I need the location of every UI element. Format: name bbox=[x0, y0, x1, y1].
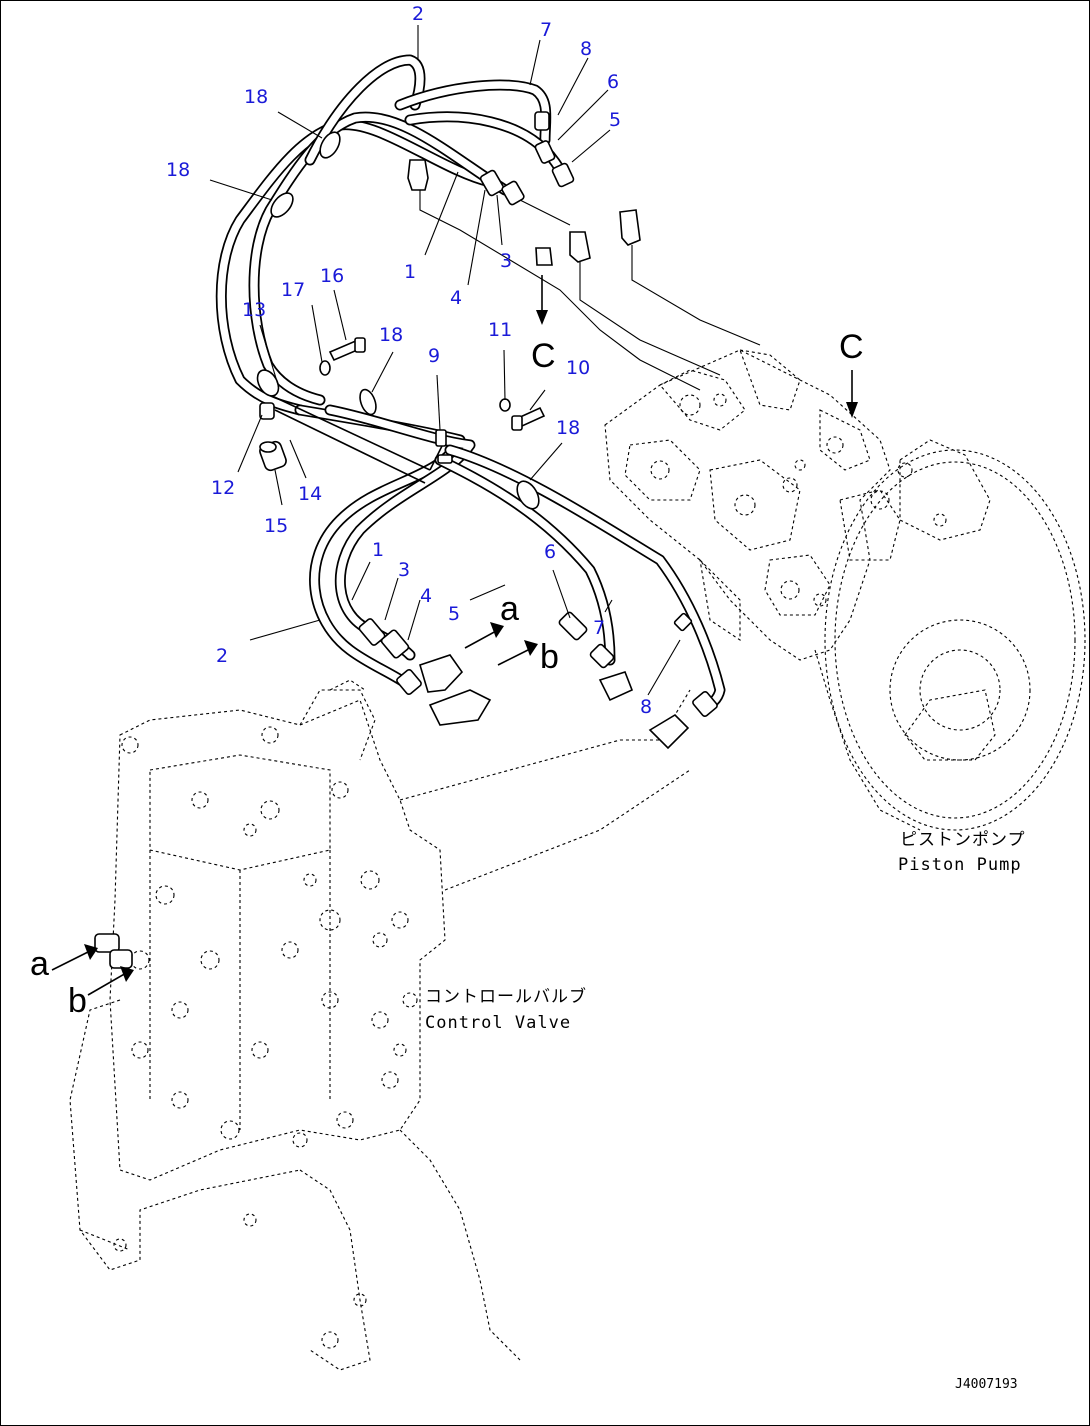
callout-14: 14 bbox=[298, 483, 322, 505]
callout-labels: 2 7 8 6 5 18 18 1 3 4 16 17 13 18 9 11 1… bbox=[166, 3, 652, 718]
callout-18: 18 bbox=[556, 417, 580, 439]
callout-5: 5 bbox=[609, 109, 621, 131]
callout-13: 13 bbox=[242, 299, 266, 321]
callout-5: 5 bbox=[448, 603, 460, 625]
callout-10: 10 bbox=[566, 357, 590, 379]
callout-7: 7 bbox=[593, 617, 605, 639]
callout-1: 1 bbox=[372, 539, 384, 561]
view-marker-c: C bbox=[531, 337, 556, 375]
figure-code: J4007193 bbox=[955, 1377, 1018, 1392]
control-valve-label-jp: コントロールバルブ bbox=[425, 986, 587, 1007]
callout-2: 2 bbox=[216, 645, 228, 667]
callout-16: 16 bbox=[320, 265, 344, 287]
callout-6: 6 bbox=[544, 541, 556, 563]
callout-9: 9 bbox=[428, 345, 440, 367]
piston-pump-label-en: Piston Pump bbox=[898, 855, 1022, 875]
callout-18: 18 bbox=[379, 324, 403, 346]
component-labels: ピストンポンプ Piston Pump コントロールバルブ Control Va… bbox=[425, 830, 1026, 1392]
callout-3: 3 bbox=[500, 250, 512, 272]
callout-4: 4 bbox=[420, 585, 432, 607]
control-valve-drawing bbox=[69, 679, 691, 1371]
piston-pump-drawing bbox=[604, 349, 1086, 831]
callout-6: 6 bbox=[607, 71, 619, 93]
callout-15: 15 bbox=[264, 515, 288, 537]
callout-8: 8 bbox=[640, 696, 652, 718]
callout-18: 18 bbox=[244, 86, 268, 108]
piston-pump-label-jp: ピストンポンプ bbox=[900, 830, 1026, 850]
callout-17: 17 bbox=[281, 279, 305, 301]
view-marker-b: b bbox=[540, 638, 559, 676]
control-valve-label-en: Control Valve bbox=[425, 1013, 571, 1033]
view-marker-a: a bbox=[500, 590, 519, 628]
fittings bbox=[51, 25, 858, 996]
view-marker-a: a bbox=[30, 945, 49, 983]
callout-1: 1 bbox=[404, 261, 416, 283]
view-marker-b: b bbox=[68, 982, 87, 1020]
callout-11: 11 bbox=[488, 319, 512, 341]
view-markers: C C a b a b bbox=[30, 328, 864, 1020]
callout-18: 18 bbox=[166, 159, 190, 181]
callout-4: 4 bbox=[450, 287, 462, 309]
callout-12: 12 bbox=[211, 477, 235, 499]
callout-7: 7 bbox=[540, 19, 552, 41]
callout-2: 2 bbox=[412, 3, 424, 25]
callout-3: 3 bbox=[398, 559, 410, 581]
callout-8: 8 bbox=[580, 38, 592, 60]
view-marker-c: C bbox=[839, 328, 864, 366]
